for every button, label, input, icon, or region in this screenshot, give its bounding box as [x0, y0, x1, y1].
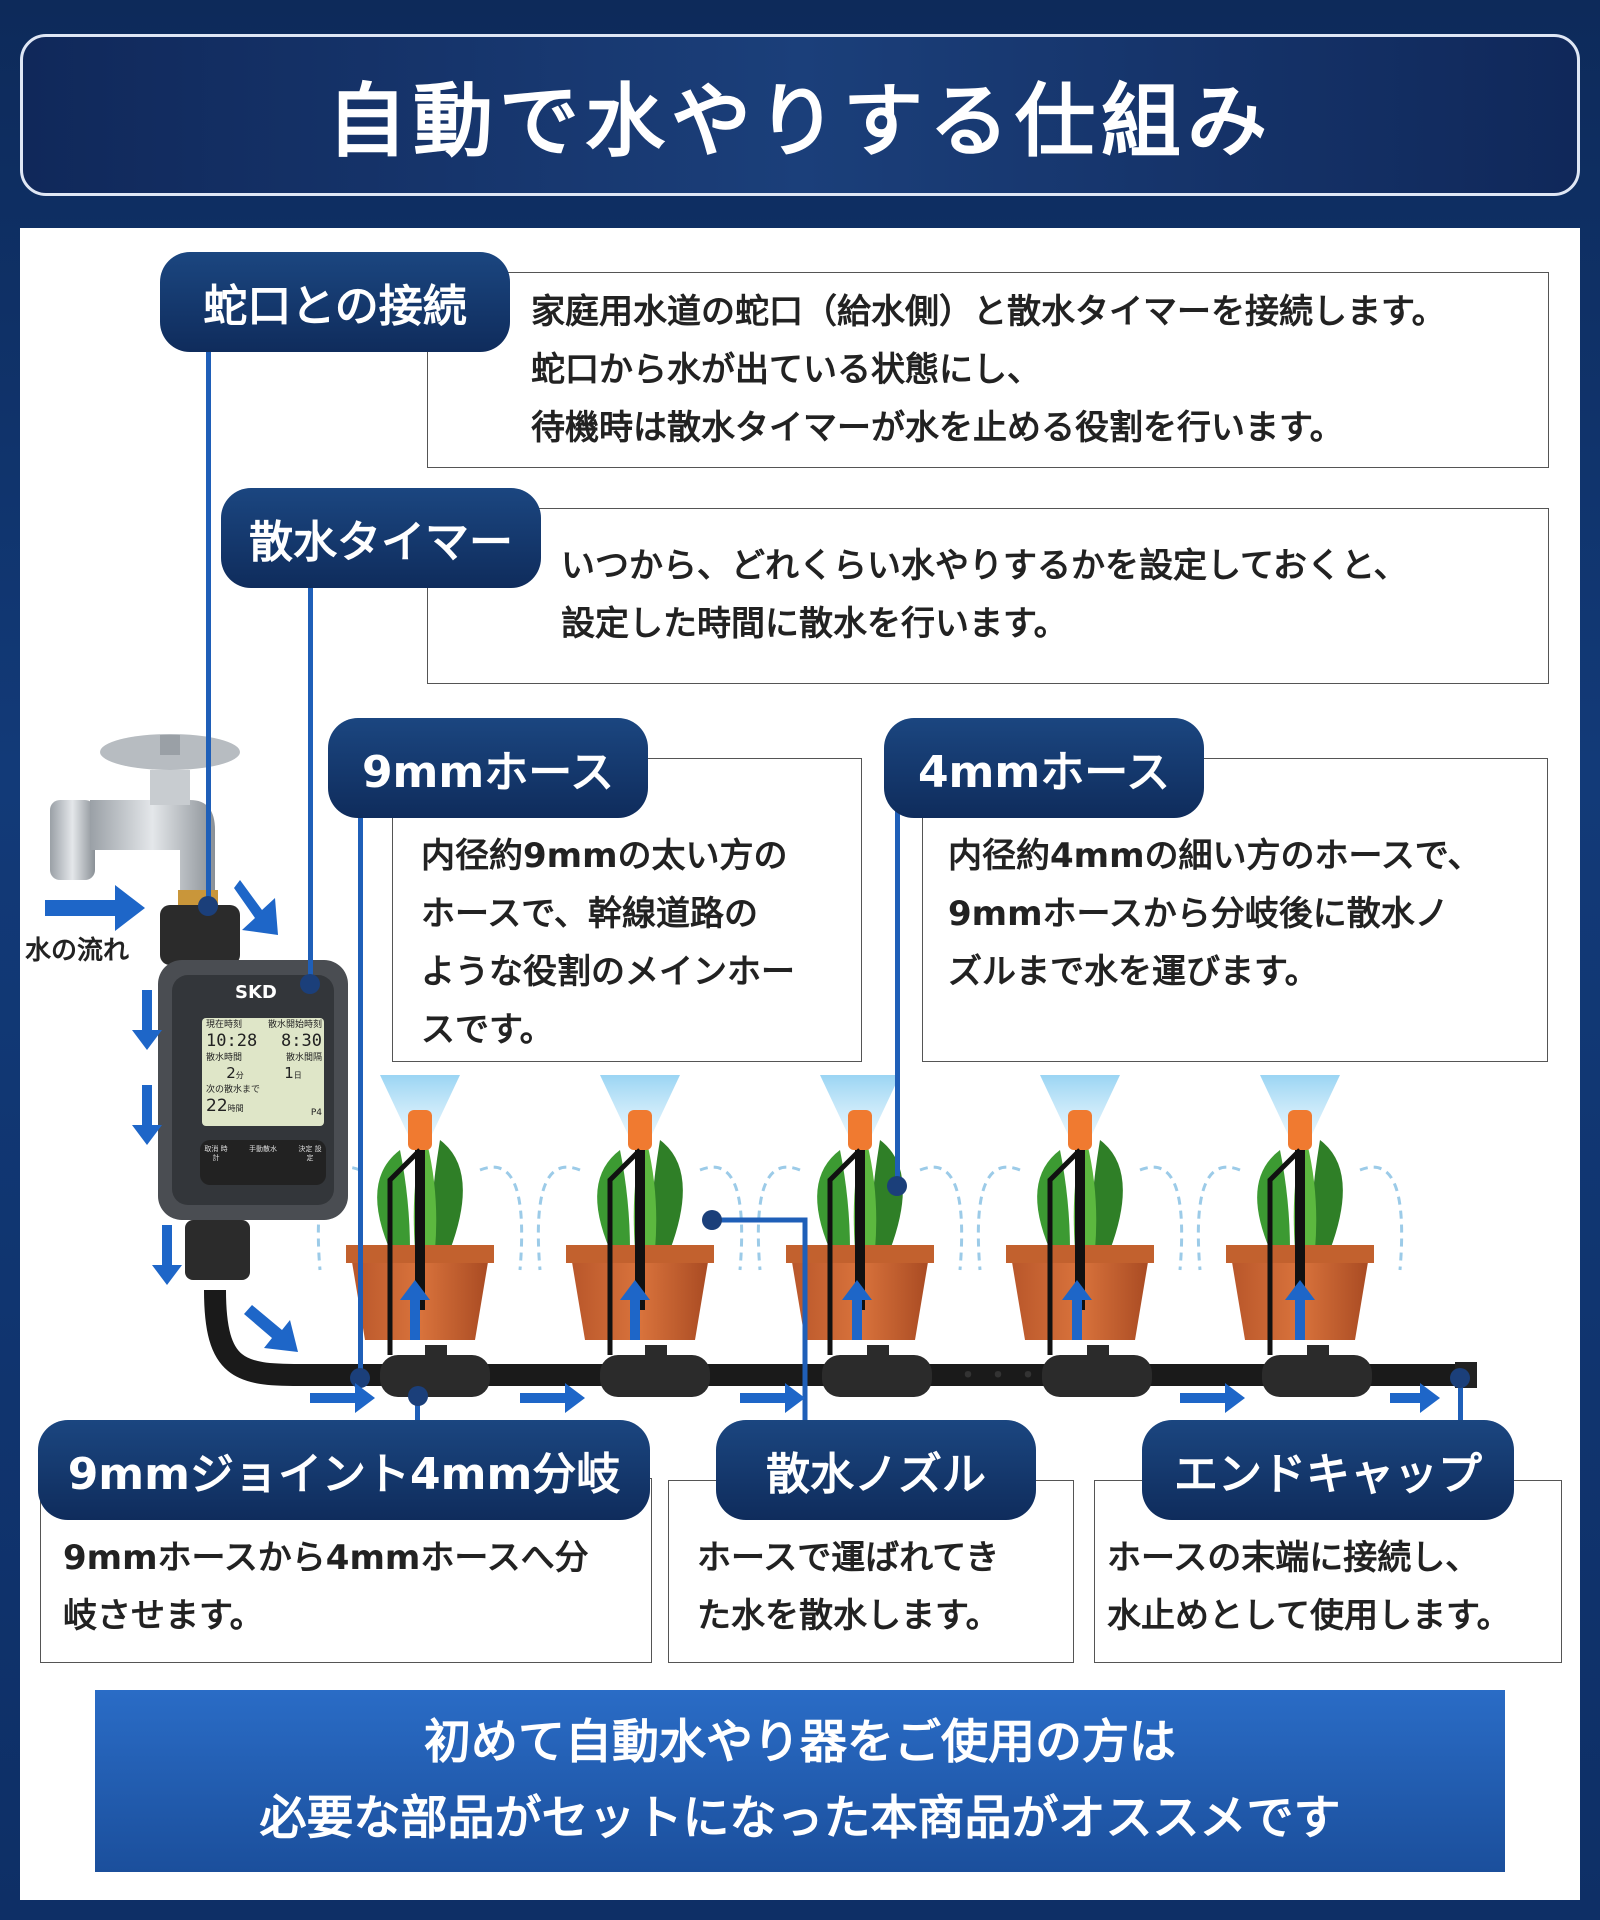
arrow-right-icon: [1390, 1383, 1440, 1413]
lcd-next-label: 次の散水まで: [206, 1085, 261, 1095]
connector-nozzle: [712, 1217, 808, 1440]
timer-device-image: [158, 905, 348, 1280]
desc-line: 待機時は散水タイマーが水を止める役割を行います。: [531, 408, 1344, 448]
dot-timer: [300, 974, 320, 994]
desc-line: ホースの末端に接続し、: [1107, 1538, 1480, 1578]
joint-3: [822, 1345, 932, 1397]
lcd-duration-value: 2: [226, 1064, 236, 1082]
plant-3: [756, 1075, 964, 1355]
dot-endcap: [1450, 1368, 1470, 1388]
page-title: 自動で水やりする仕組み: [327, 75, 1273, 168]
arrow-down-icon: [132, 1085, 162, 1145]
arrow-diag-icon: [244, 1305, 298, 1352]
desc-line: 設定した時間に散水を行います。: [561, 604, 1068, 644]
dot-hose9: [350, 1368, 370, 1388]
connector-faucet: [206, 350, 211, 906]
dot-faucet: [198, 896, 218, 916]
lcd-start-time: 8:30: [281, 1031, 322, 1051]
desc-line: 内径約9mmの太い方の: [421, 836, 788, 876]
faucet-image: [50, 734, 240, 908]
arrow-down-icon: [152, 1225, 182, 1285]
desc-line: 家庭用水道の蛇口（給水側）と散水タイマーを接続します。: [531, 292, 1446, 332]
hose-ellipsis: ・・・: [955, 1361, 1046, 1391]
timer-lcd: 現在時刻 散水開始時刻 10:28 8:30 散水時間 散水間隔 2分 1日 次…: [206, 1020, 322, 1119]
lcd-next-unit: 時間: [227, 1104, 244, 1113]
main-hose-9mm: [204, 1289, 1470, 1386]
desc-line: 9mmホースから4mmホースへ分: [63, 1538, 589, 1578]
lcd-current-label: 現在時刻: [206, 1020, 243, 1030]
faucet-description: 家庭用水道の蛇口（給水側）と散水タイマーを接続します。 蛇口から水が出ている状態…: [427, 272, 1549, 468]
desc-line: た水を散水します。: [697, 1596, 1000, 1636]
joint-5: [1262, 1345, 1372, 1397]
timer-buttons: 取消 時計 手動散水 決定 設定: [203, 1145, 323, 1163]
endcap-label: エンドキャップ: [1142, 1420, 1514, 1520]
plant-2: [536, 1075, 744, 1355]
lcd-start-label: 散水開始時刻: [267, 1020, 322, 1030]
desc-line: 岐させます。: [63, 1596, 264, 1636]
title-bar: 自動で水やりする仕組み: [20, 34, 1580, 196]
arrow-up-icon: [1285, 1280, 1315, 1340]
arrow-right-icon: [1180, 1383, 1245, 1413]
flow-arrows: [45, 880, 1440, 1413]
connector-hose9: [358, 810, 363, 1380]
timer-set-button: 決定 設定: [298, 1145, 322, 1162]
nozzle-label: 散水ノズル: [716, 1420, 1036, 1520]
dot-nozzle: [702, 1210, 722, 1230]
arrow-up-icon: [1062, 1280, 1092, 1340]
lcd-program: P4: [310, 1108, 322, 1118]
desc-line: 蛇口から水が出ている状態にし、: [531, 350, 1041, 390]
arrow-right-icon: [310, 1383, 375, 1413]
timer-label: 散水タイマー: [221, 488, 541, 588]
desc-line: ような役割のメインホー: [421, 952, 795, 992]
arrow-up-icon: [842, 1280, 872, 1340]
desc-line: ズルまで水を運びます。: [948, 952, 1319, 992]
timer-manual-button: 手動散水: [249, 1145, 277, 1153]
arrow-right-icon: [45, 885, 145, 931]
desc-line: スです。: [421, 1010, 554, 1050]
hose9-label: 9mmホース: [328, 718, 648, 818]
arrow-up-icon: [620, 1280, 650, 1340]
footer-line-1: 初めて自動水やり器をご使用の方は: [424, 1715, 1176, 1770]
lcd-interval-unit: 日: [293, 1071, 302, 1080]
lcd-interval-label: 散水間隔: [285, 1053, 322, 1063]
hose4-description: 内径約4mmの細い方のホースで、 9mmホースから分岐後に散水ノ ズルまで水を運…: [922, 758, 1548, 1062]
connector-timer: [308, 586, 313, 984]
joint-4: [1042, 1345, 1152, 1397]
dot-hose4: [887, 1176, 907, 1196]
desc-line: 水止めとして使用します。: [1107, 1596, 1511, 1636]
desc-line: いつから、どれくらい水やりするかを設定しておくと、: [561, 546, 1408, 586]
lcd-duration-label: 散水時間: [206, 1053, 243, 1063]
timer-brand: SKD: [235, 982, 277, 1003]
faucet-label: 蛇口との接続: [160, 252, 510, 352]
desc-line: 内径約4mmの細い方のホースで、: [948, 836, 1482, 876]
joint-1: [380, 1345, 490, 1397]
lcd-next-value: 22: [206, 1096, 228, 1116]
desc-line: ホースで運ばれてき: [697, 1538, 1000, 1578]
timer-cancel-button: 取消 時計: [204, 1145, 228, 1162]
dot-joint: [408, 1386, 428, 1406]
hose4-label: 4mmホース: [884, 718, 1204, 818]
joint-label: 9mmジョイント4mm分岐: [38, 1420, 650, 1520]
arrow-diag-icon: [234, 880, 278, 935]
desc-line: ホースで、幹線道路の: [421, 894, 758, 934]
connector-hose4: [895, 808, 900, 1188]
lcd-interval-value: 1: [284, 1064, 294, 1082]
lcd-duration-unit: 分: [235, 1071, 244, 1080]
arrow-up-icon: [400, 1280, 430, 1340]
arrow-right-icon: [520, 1383, 585, 1413]
joint-2: [600, 1345, 710, 1397]
water-flow-label: 水の流れ: [25, 936, 130, 966]
footer-line-2: 必要な部品がセットになった本商品がオススメです: [259, 1791, 1341, 1846]
footer-banner: 初めて自動水やり器をご使用の方は 必要な部品がセットになった本商品がオススメです: [95, 1690, 1505, 1872]
arrow-down-icon: [132, 990, 162, 1050]
arrow-right-icon: [740, 1383, 805, 1413]
connector-endcap: [1458, 1380, 1463, 1440]
desc-line: 9mmホースから分岐後に散水ノ: [948, 894, 1449, 934]
lcd-current-time: 10:28: [206, 1031, 258, 1051]
timer-description: いつから、どれくらい水やりするかを設定しておくと、 設定した時間に散水を行います…: [427, 508, 1549, 684]
